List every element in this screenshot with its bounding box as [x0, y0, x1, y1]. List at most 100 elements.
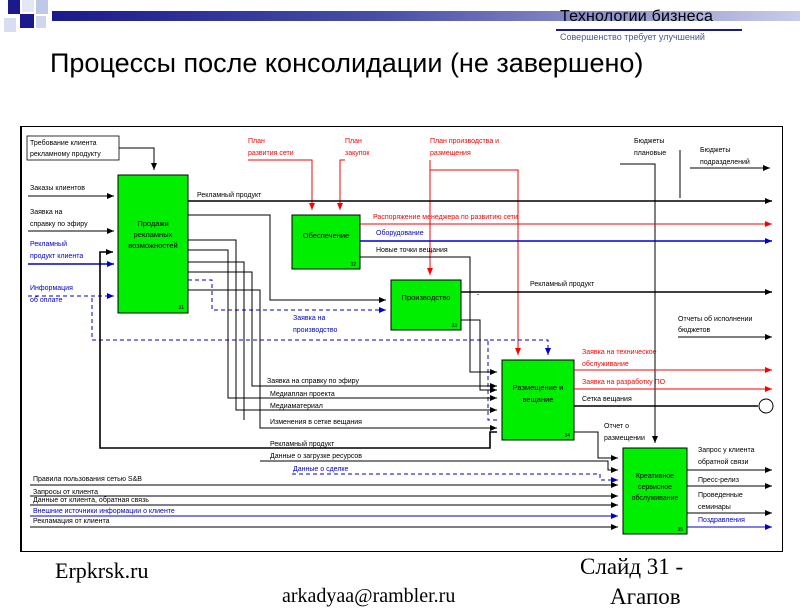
box-label: Обеспечение: [303, 231, 350, 240]
svg-text:План производства и: План производства и: [430, 138, 499, 145]
svg-text:рекламному продукту: рекламному продукту: [30, 151, 101, 158]
internal-return-loop: [99, 249, 497, 449]
bottom-input-complaint: Рекламация от клиента: [30, 518, 618, 530]
internal-feed-lines: [188, 239, 497, 431]
decor-square: [36, 0, 48, 14]
box-label: Производство: [402, 293, 451, 302]
svg-text:Правила пользования сетью S&B: Правила пользования сетью S&B: [33, 476, 142, 483]
box-production: Производство 33: [390, 279, 462, 331]
svg-text:подразделений: подразделений: [700, 158, 750, 166]
input-client-requirement: Требование клиента рекламному продукту: [26, 135, 157, 170]
svg-text:об оплате: об оплате: [30, 296, 62, 304]
svg-text:Запросы от клиента: Запросы от клиента: [33, 489, 98, 496]
output-budget-reports: Отчеты об исполнении бюджетов: [678, 315, 772, 340]
output-broadcast-grid: Сетка вещания: [574, 396, 774, 414]
page-title: Процессы после консолидации (не завершен…: [50, 48, 644, 78]
control-production-plan: План производства и размещения: [427, 138, 521, 355]
internal-blue-feedback-loop: [91, 296, 551, 421]
box-number: 34: [564, 433, 570, 439]
svg-text:производство: производство: [293, 327, 338, 334]
internal-label-hidden: Рекламный продукт: [193, 210, 195, 211]
svg-text:План: План: [248, 138, 265, 145]
input-payment-info: Информация об оплате: [28, 285, 114, 304]
output-dept-budgets: Бюджеты подразделений: [690, 147, 770, 171]
footer-slide-number: Слайд 31 -: [580, 554, 684, 579]
output-manager-order: Распоряжение менеджера по развитию сети: [360, 214, 772, 227]
bottom-input-client-requests: Запросы от клиента: [30, 489, 618, 499]
control-budgets: Бюджеты плановые: [620, 138, 681, 443]
svg-text:Рекламация от клиента: Рекламация от клиента: [33, 518, 110, 525]
internal-label: Медиаплан проекта: [270, 391, 335, 398]
svg-text:Поздравления: Поздравления: [698, 517, 745, 524]
decor-square: [4, 18, 16, 32]
box-supply: Обеспечение 32: [291, 214, 361, 270]
svg-text:Данные от клиента, обратная св: Данные от клиента, обратная связь: [33, 496, 149, 504]
diagram-frame: [20, 126, 783, 552]
logo: Технологии бизнеса Совершенство требует …: [556, 6, 742, 42]
output-equipment: Оборудование: [360, 229, 772, 244]
logo-underline: [556, 29, 742, 31]
box-label: Креативное: [636, 473, 674, 480]
decor-square: [22, 0, 34, 12]
svg-text:Оборудование: Оборудование: [376, 229, 424, 237]
svg-text:Заказы клиентов: Заказы клиентов: [30, 185, 85, 192]
internal-label: Медиаматериал: [270, 403, 323, 410]
box-number: 35: [677, 527, 683, 533]
decor-square: [8, 0, 20, 14]
svg-text:Заявка на техническое: Заявка на техническое: [582, 349, 657, 356]
svg-text:Сетка вещания: Сетка вещания: [582, 396, 632, 403]
svg-text:Рекламный: Рекламный: [30, 240, 67, 248]
svg-text:Рекламный продукт: Рекламный продукт: [197, 191, 262, 199]
box-number: 33: [451, 323, 457, 329]
svg-text:Распоряжение менеджера по разв: Распоряжение менеджера по развитию сети: [373, 214, 518, 221]
svg-text:Заявка на: Заявка на: [293, 315, 326, 322]
logo-title: Технологии бизнеса: [560, 8, 714, 25]
svg-text:Внешние источники информации о: Внешние источники информации о клиенте: [33, 508, 175, 515]
footer-author: Агапов: [610, 584, 681, 609]
output-placement-report: Отчет о размещении: [574, 423, 645, 461]
output-seminars: Проведенные семинары: [687, 492, 772, 516]
header-gradient-bar: [52, 11, 800, 21]
control-purchase-plan: План закупок: [337, 138, 370, 210]
control-network-plan: План развития сети: [248, 138, 315, 210]
internal-label: Данные о сделке: [293, 466, 349, 473]
internal-production-request: Заявка на производство: [188, 279, 386, 334]
svg-text:обратной связи: обратной связи: [698, 458, 748, 466]
output-software-request: Заявка на разработку ПО: [574, 378, 772, 392]
svg-text:Проведенные: Проведенные: [698, 492, 743, 499]
box-creative: Креативное сервисное обслуживание 35: [622, 447, 688, 535]
box-number: 32: [350, 262, 356, 268]
box-sales: Продажи рекламных возможностей 31: [117, 174, 189, 314]
internal-label: Заявка на справку по эфиру: [267, 378, 359, 385]
output-ad-product-2: Рекламный продукт: [461, 280, 772, 295]
internal-label: Изменения в сетке вещания: [270, 419, 362, 426]
output-ad-product-1: Рекламный продукт: [188, 191, 772, 204]
svg-text:Пресс-релиз: Пресс-релиз: [698, 477, 739, 484]
input-airtime-request: Заявка на справку по эфиру: [28, 209, 114, 234]
svg-text:семинары: семинары: [698, 504, 731, 511]
box-label: возможностей: [128, 241, 177, 250]
internal-label: Рекламный продукт: [270, 440, 335, 448]
footer-email: arkadyaa@rambler.ru: [282, 585, 456, 607]
box-label: сервисное: [638, 484, 672, 491]
footer-site: Erpkrsk.ru: [55, 558, 149, 583]
svg-text:бюджетов: бюджетов: [678, 326, 711, 334]
svg-text:закупок: закупок: [345, 150, 370, 157]
bottom-input-external-sources: Внешние источники информации о клиенте: [30, 508, 618, 519]
box-label: вещание: [523, 395, 554, 404]
svg-text:размещении: размещении: [604, 435, 645, 442]
box-label: Размещение и: [513, 383, 564, 392]
input-client-orders: Заказы клиентов: [28, 185, 114, 199]
svg-text:Заявка на: Заявка на: [30, 209, 63, 216]
internal-to-creative: [260, 460, 618, 483]
svg-text:справку по эфиру: справку по эфиру: [30, 221, 88, 228]
box-label: рекламных: [134, 230, 173, 239]
svg-text:Новые точки вещания: Новые точки вещания: [376, 247, 448, 254]
bottom-input-rules: Правила пользования сетью S&B: [30, 476, 618, 488]
logo-subtitle: Совершенство требует улучшений: [560, 32, 705, 42]
output-tech-request: Заявка на техническое обслуживание: [574, 349, 772, 373]
box-label: обслуживание: [632, 494, 679, 502]
internal-label: Данные о загрузке ресурсов: [270, 453, 362, 460]
svg-text:продукт клиента: продукт клиента: [30, 253, 83, 260]
